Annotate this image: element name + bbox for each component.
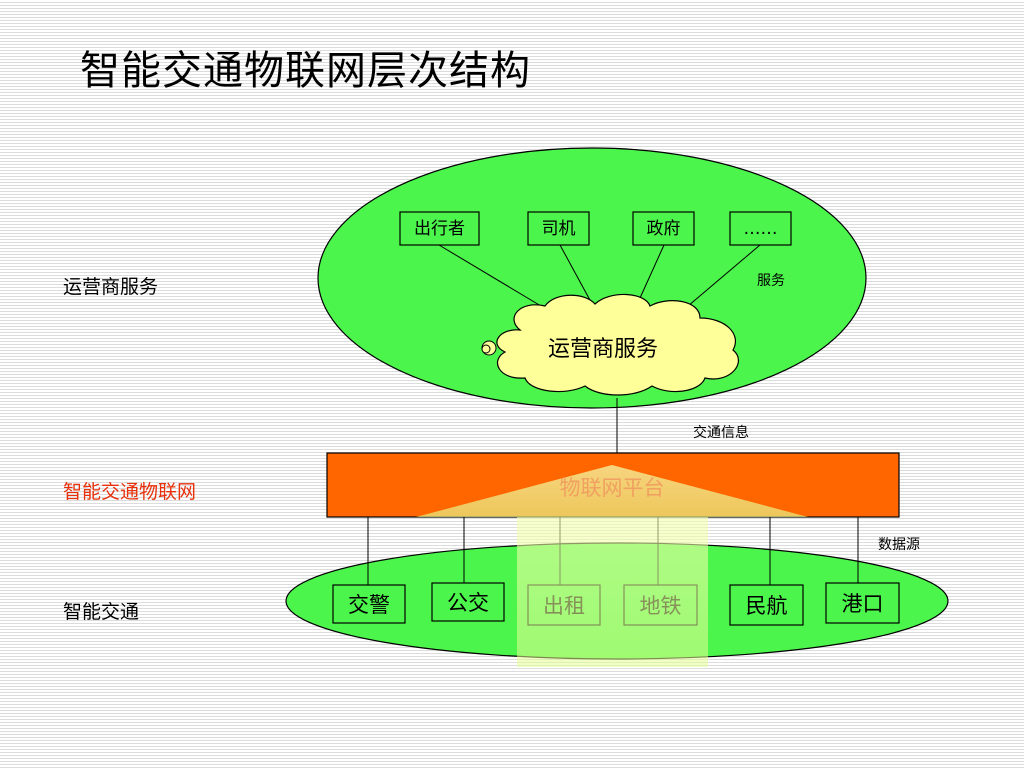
data-source-label: 数据源 [878,537,920,553]
side-label-iot: 智能交通物联网 [63,481,197,503]
source-node-label: 公交 [447,591,489,615]
connector-line [559,244,592,303]
service-label: 服务 [757,273,785,289]
source-node-label: 民航 [746,594,788,618]
platform-highlight-overlay [416,465,808,517]
user-node-government: 政府 [632,211,695,246]
user-node-traveler: 出行者 [399,211,480,246]
source-node-port: 港口 [825,582,900,624]
side-label-transport: 智能交通 [63,601,140,623]
slide-title: 智能交通物联网层次结构 [80,48,531,94]
source-node-traffic-police: 交警 [332,584,406,624]
cloud-label: 运营商服务 [548,337,658,362]
connector-line [687,244,761,307]
user-node-driver: 司机 [527,211,590,246]
side-label-operator-service: 运营商服务 [63,276,159,298]
user-node-label: 司机 [542,219,576,239]
user-node-label: 出行者 [414,219,465,239]
platform-highlight-overlay [517,517,708,667]
user-node-label: …… [744,219,778,239]
iot-platform-label: 物联网平台 [560,476,665,500]
source-node-aviation: 民航 [729,584,804,626]
source-node-label: 港口 [842,592,884,616]
connector-line [639,244,665,299]
source-node-label: 交警 [348,593,390,617]
user-node-label: 政府 [647,219,681,239]
connector-line [438,244,547,310]
operator-service-cloud: 运营商服务 [481,293,739,396]
source-node-bus: 公交 [431,582,505,622]
traffic-info-label: 交通信息 [693,424,749,441]
user-node-more: …… [729,211,792,246]
